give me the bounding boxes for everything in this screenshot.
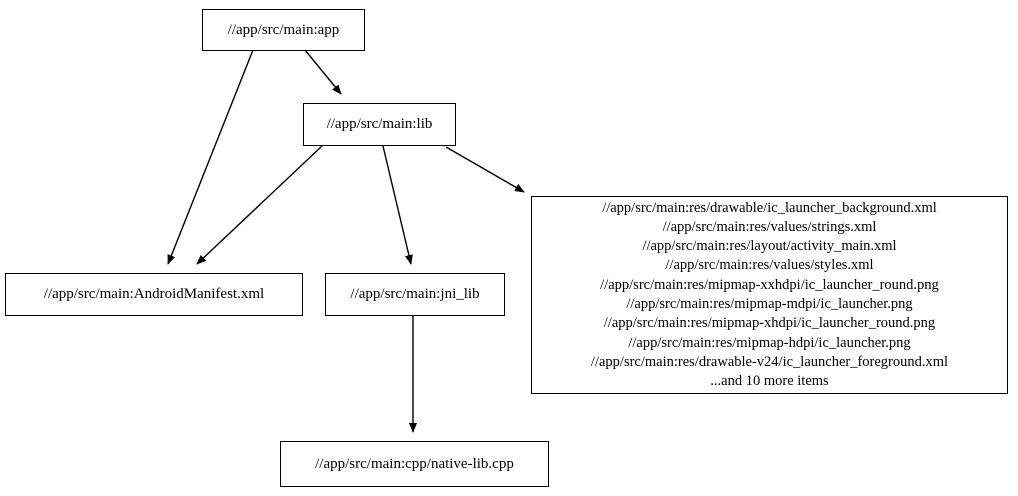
edge-lib-to-resources [445,146,525,193]
node-native-lib-cpp-label: //app/src/main:cpp/native-lib.cpp [315,455,514,472]
node-lib-label: //app/src/main:lib [326,116,433,132]
node-androidmanifest-label: //app/src/main:AndroidManifest.xml [43,286,265,302]
node-jni-lib-label: //app/src/main:jni_lib [350,286,480,302]
node-app-label: //app/src/main:app [227,21,340,38]
edge-lib-to-jni-lib [382,145,413,265]
node-lib[interactable]: //app/src/main:lib [303,103,456,146]
node-app[interactable]: //app/src/main:app [202,9,365,51]
node-native-lib-cpp[interactable]: //app/src/main:cpp/native-lib.cpp [280,441,549,487]
edge-app-to-lib [304,49,342,95]
node-resources-group[interactable]: //app/src/main:res/drawable/ic_launcher_… [531,196,1008,394]
edge-app-to-androidmanifest [167,49,254,265]
edge-lib-to-androidmanifest [196,145,323,265]
node-resources-group-label: //app/src/main:res/drawable/ic_launcher_… [590,199,949,390]
node-androidmanifest[interactable]: //app/src/main:AndroidManifest.xml [5,273,303,316]
node-jni-lib[interactable]: //app/src/main:jni_lib [325,273,505,316]
